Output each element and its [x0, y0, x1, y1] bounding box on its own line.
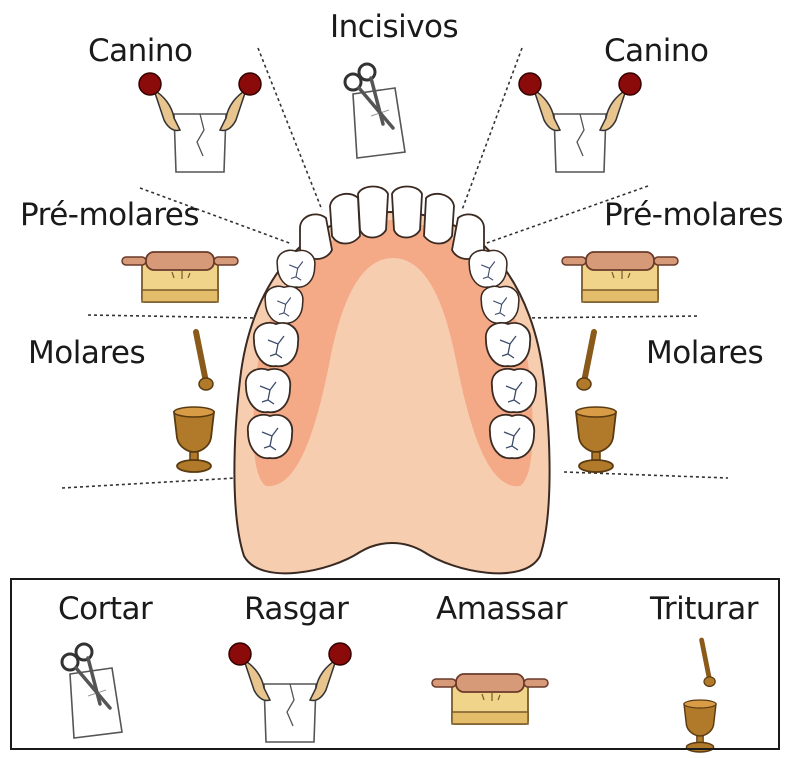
- tooth: [277, 250, 315, 287]
- guide-line: [520, 316, 700, 318]
- tooth: [254, 323, 298, 366]
- mortar-and-pestle-icon: [174, 332, 214, 472]
- guide-line: [88, 315, 258, 318]
- tooth: [358, 187, 388, 238]
- legend-rasgar-label: Rasgar: [244, 594, 348, 625]
- premolares-right-label: Pré-molares: [604, 200, 783, 231]
- mortar-and-pestle-icon: [576, 332, 616, 472]
- tooth: [424, 194, 454, 244]
- tooth: [486, 323, 530, 366]
- tooth: [490, 415, 534, 458]
- molares-right-label: Molares: [646, 338, 763, 369]
- rolling-pin-dough-icon: [122, 252, 238, 302]
- guide-line: [564, 472, 728, 478]
- guide-line: [62, 478, 236, 488]
- tooth: [469, 250, 507, 287]
- hands-tearing-paper-icon: [139, 73, 261, 172]
- guide-line: [462, 48, 522, 210]
- tooth: [481, 286, 519, 323]
- guide-line: [258, 48, 322, 210]
- molares-left-label: Molares: [28, 338, 145, 369]
- legend-triturar-label: Triturar: [650, 594, 758, 625]
- tooth: [330, 194, 360, 244]
- canino-left-label: Canino: [88, 36, 193, 67]
- tooth: [265, 286, 303, 323]
- tooth: [248, 415, 292, 458]
- canino-right-label: Canino: [604, 36, 709, 67]
- rolling-pin-dough-icon: [562, 252, 678, 302]
- incisivos-label: Incisivos: [330, 12, 458, 43]
- tooth: [246, 369, 290, 412]
- legend-cortar-label: Cortar: [58, 594, 152, 625]
- scissors-cutting-paper-icon: [345, 64, 405, 158]
- dental-arch: [234, 187, 549, 574]
- legend-amassar-label: Amassar: [436, 594, 567, 625]
- premolares-left-label: Pré-molares: [20, 200, 199, 231]
- tooth: [392, 187, 422, 238]
- tooth: [492, 369, 536, 412]
- hands-tearing-paper-icon: [519, 73, 641, 172]
